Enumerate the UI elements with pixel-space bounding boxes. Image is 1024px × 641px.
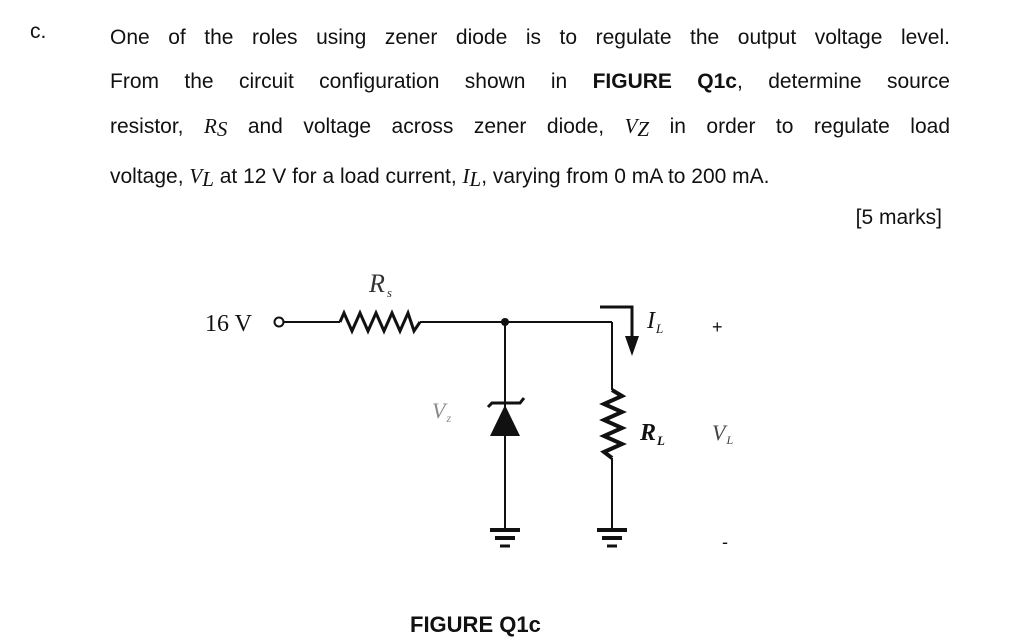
figure-reference: FIGURE Q1c <box>592 70 737 93</box>
line3-text-c: in order to regulate load <box>649 115 950 138</box>
line3-text-a: resistor, <box>110 115 205 138</box>
vl-symbol: V <box>189 164 203 188</box>
il-subscript: L <box>469 167 482 191</box>
line4-text-b: at 12 V for a load current, <box>213 165 463 188</box>
vl-subscript: L <box>202 167 214 191</box>
question-line-3: resistor, RS and voltage across zener di… <box>110 104 950 154</box>
line4-text-a: voltage, <box>110 165 190 188</box>
load-ground-icon <box>597 528 627 548</box>
source-terminal <box>273 316 285 328</box>
question-text: One of the roles using zener diode is to… <box>110 16 950 204</box>
source-voltage-label: 16 V <box>205 311 253 337</box>
figure-caption: FIGURE Q1c <box>410 612 541 637</box>
line2-text-a: From the circuit configuration shown in <box>110 70 593 93</box>
source-resistor <box>338 308 422 335</box>
zener-ground-icon <box>490 528 520 548</box>
vz-symbol: V <box>624 114 638 138</box>
rl-label: RL <box>639 420 665 448</box>
question-line-1: One of the roles using zener diode is to… <box>110 16 950 60</box>
il-symbol: I <box>462 164 470 188</box>
load-current-arrow-icon <box>600 305 639 356</box>
marks-label: [5 marks] <box>855 206 942 229</box>
question-line-2: From the circuit configuration shown in … <box>110 60 950 104</box>
minus-sign: - <box>722 532 728 552</box>
line3-text-b: and voltage across zener diode, <box>227 115 625 138</box>
question-number: c. <box>30 20 47 43</box>
load-resistor <box>599 388 627 460</box>
rs-subscript: S <box>216 117 228 141</box>
zener-diode <box>486 397 526 436</box>
vz-subscript: Z <box>637 117 650 141</box>
line2-text-b: , determine source <box>736 70 950 93</box>
line4-text-c: , varying from 0 mA to 200 mA. <box>481 165 770 188</box>
rs-symbol: R <box>204 114 217 138</box>
line1-text: One of the roles using zener diode is to… <box>110 26 950 49</box>
il-label: IL <box>646 308 663 336</box>
question-line-4: voltage, VL at 12 V for a load current, … <box>110 154 950 204</box>
plus-sign: + <box>712 317 723 337</box>
vz-label: Vz <box>432 398 451 425</box>
vl-label: VL <box>712 420 733 447</box>
